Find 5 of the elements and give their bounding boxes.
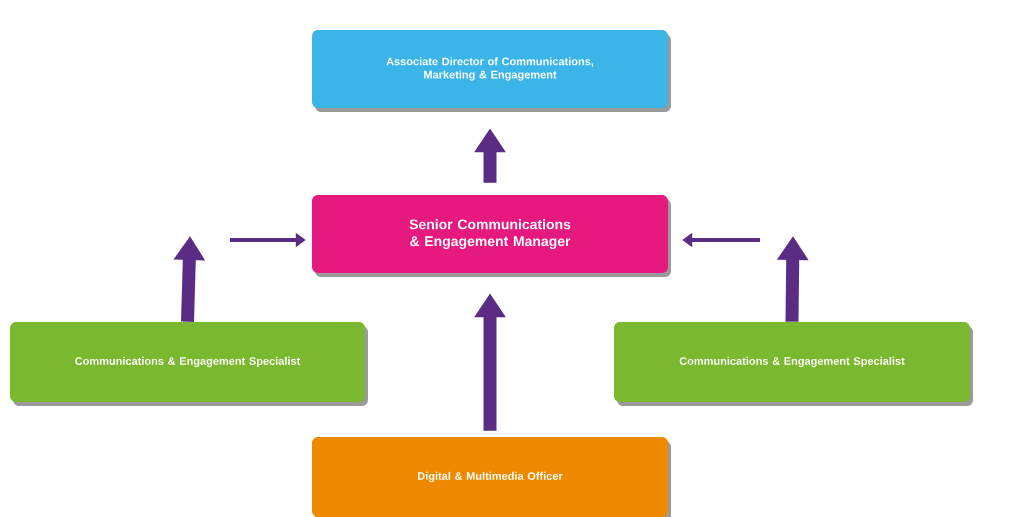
role-box: Communications & Engagement Specialist — [10, 322, 368, 406]
role-box: Senior Communications & Engagement Manager — [312, 195, 671, 277]
role-box: Communications & Engagement Specialist — [614, 322, 973, 406]
role-box: Digital & Multimedia Officer — [312, 437, 671, 517]
role-box: Associate Director of Communications, Marketing & Engagement — [312, 30, 671, 112]
